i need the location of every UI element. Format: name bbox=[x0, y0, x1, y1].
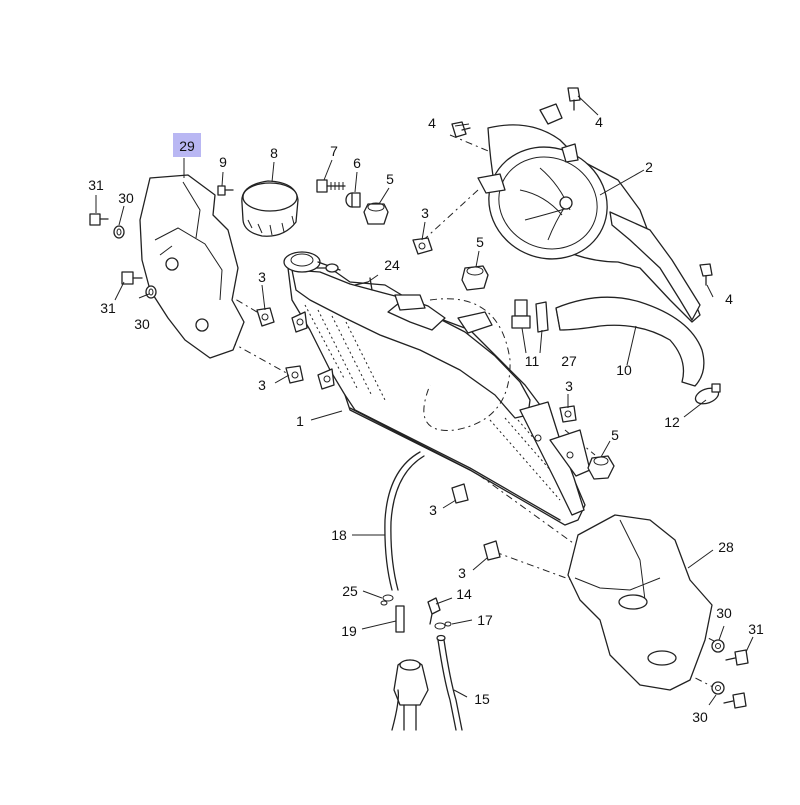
grommet-5-right bbox=[587, 455, 615, 480]
callout-29: 29 bbox=[179, 138, 195, 154]
radiator-1 bbox=[283, 251, 591, 526]
left-radiator-shroud bbox=[139, 174, 245, 359]
right-bolt-30-lower bbox=[723, 692, 747, 709]
sensor-11 bbox=[511, 299, 531, 329]
callout-3: 3 bbox=[258, 377, 266, 393]
callout-19: 19 bbox=[341, 623, 357, 639]
clip-nut-3-left-lower bbox=[285, 365, 304, 384]
callout-12: 12 bbox=[664, 414, 680, 430]
callout-17: 17 bbox=[477, 612, 493, 628]
bolt-7 bbox=[316, 179, 346, 193]
left-washer-30-lower bbox=[145, 285, 157, 299]
fan-bolt-4-top bbox=[567, 87, 581, 111]
overflow-hose-18 bbox=[384, 451, 425, 591]
right-radiator-shroud bbox=[567, 514, 713, 691]
callout-25: 25 bbox=[342, 583, 358, 599]
hose-clip-25 bbox=[380, 594, 394, 606]
callout-9: 9 bbox=[219, 154, 227, 170]
collar-6 bbox=[345, 192, 361, 208]
callout-3: 3 bbox=[458, 565, 466, 581]
leader-lines bbox=[95, 95, 754, 706]
callout-30: 30 bbox=[692, 709, 708, 725]
cooling-fan-2 bbox=[477, 103, 701, 323]
callout-4: 4 bbox=[725, 291, 733, 307]
callout-24: 24 bbox=[384, 257, 400, 273]
clip-nut-3-left-upper bbox=[256, 307, 275, 327]
hose-clamp-12 bbox=[694, 383, 721, 405]
left-bolt-31-lower bbox=[121, 271, 143, 285]
callout-30: 30 bbox=[716, 605, 732, 621]
callout-3: 3 bbox=[258, 269, 266, 285]
clip-nut-3-bottom-upper bbox=[451, 483, 469, 504]
screw-9 bbox=[217, 185, 234, 196]
highlight-box bbox=[173, 133, 201, 157]
clip-nut-3-right bbox=[559, 405, 577, 423]
grommet-5-top bbox=[363, 202, 389, 225]
right-washer-30-upper bbox=[711, 639, 725, 653]
right-washer-30-lower bbox=[711, 681, 725, 695]
callout-5: 5 bbox=[386, 171, 394, 187]
callout-5: 5 bbox=[611, 427, 619, 443]
left-bolt-31-upper bbox=[89, 213, 109, 226]
left-washer-30-upper bbox=[113, 225, 125, 239]
callout-3: 3 bbox=[565, 378, 573, 394]
callout-7: 7 bbox=[330, 143, 338, 159]
callout-2: 2 bbox=[645, 159, 653, 175]
reservoir-tank bbox=[391, 659, 429, 731]
callout-11: 11 bbox=[525, 353, 540, 369]
callout-labels: 29 31 30 9 8 7 6 5 3 3 24 4 4 2 5 4 11 2… bbox=[88, 114, 764, 725]
callout-15: 15 bbox=[474, 691, 490, 707]
callout-8: 8 bbox=[270, 145, 278, 161]
callout-4: 4 bbox=[428, 115, 436, 131]
callout-31: 31 bbox=[100, 300, 116, 316]
grommet-5-middle bbox=[461, 265, 489, 291]
joint-14 bbox=[427, 597, 441, 625]
callout-5: 5 bbox=[476, 234, 484, 250]
clip-17 bbox=[434, 621, 452, 630]
callout-30: 30 bbox=[134, 316, 150, 332]
clip-nut-3-bottom-lower bbox=[483, 540, 501, 561]
callout-1: 1 bbox=[296, 413, 304, 429]
fan-bolt-4-right bbox=[699, 263, 713, 286]
radiator-hose-10 bbox=[555, 296, 705, 387]
callout-6: 6 bbox=[353, 155, 361, 171]
radiator-cap-8 bbox=[241, 180, 299, 237]
fitting-19 bbox=[395, 605, 405, 633]
callout-31: 31 bbox=[88, 177, 104, 193]
callout-27: 27 bbox=[561, 353, 577, 369]
clip-nut-3-center bbox=[412, 237, 433, 255]
callout-3: 3 bbox=[429, 502, 437, 518]
right-bolt-31-upper bbox=[725, 649, 749, 666]
callout-4: 4 bbox=[595, 114, 603, 130]
callout-28: 28 bbox=[718, 539, 734, 555]
connector-27 bbox=[535, 301, 549, 333]
callout-31: 31 bbox=[748, 621, 764, 637]
callout-3: 3 bbox=[421, 205, 429, 221]
hose-15 bbox=[436, 634, 463, 731]
callout-30: 30 bbox=[118, 190, 134, 206]
callout-18: 18 bbox=[331, 527, 347, 543]
callout-14: 14 bbox=[456, 586, 472, 602]
callout-10: 10 bbox=[616, 362, 632, 378]
